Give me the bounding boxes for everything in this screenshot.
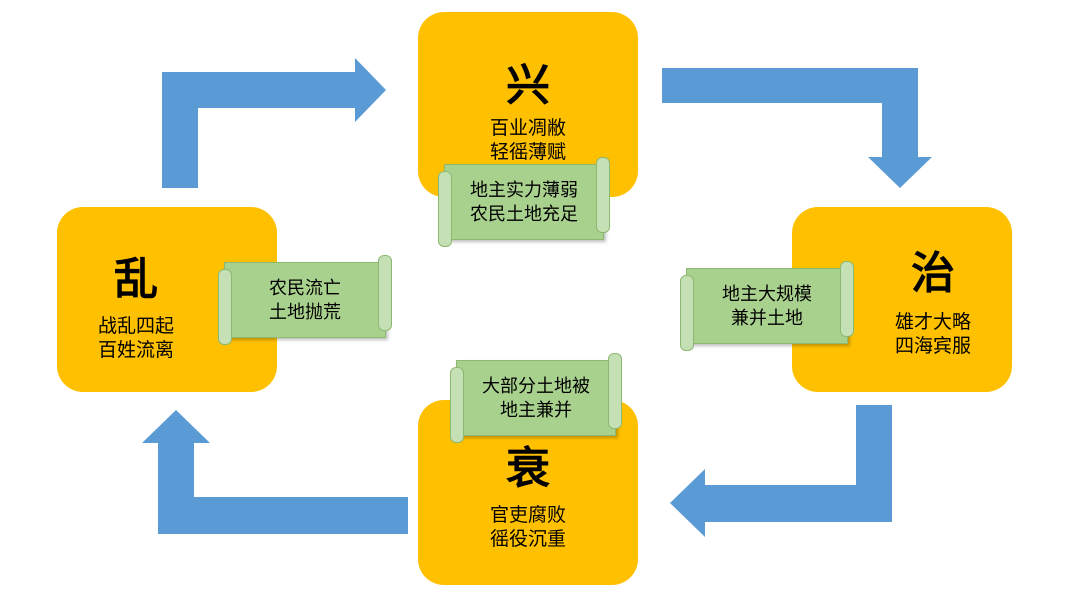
- stage-zhi-line-2: 四海宾服: [894, 335, 971, 357]
- scroll-note-bottom: 大部分土地被 地主兼并: [450, 353, 622, 443]
- scroll-curl-left: [218, 269, 232, 345]
- scroll-left-line-1: 农民流亡: [269, 278, 341, 299]
- stage-zhi-title: 治: [911, 248, 955, 299]
- scroll-curl-left: [438, 171, 452, 247]
- scroll-curl-right: [840, 261, 854, 337]
- scroll-curl-right: [596, 157, 610, 233]
- scroll-top-line-1: 地主实力薄弱: [470, 180, 578, 201]
- scroll-curl-left: [680, 275, 694, 351]
- scroll-note-left: 农民流亡 土地抛荒: [218, 255, 392, 345]
- stage-shuai-title: 衰: [506, 443, 550, 494]
- stage-zhi-line-1: 雄才大略: [894, 311, 971, 333]
- scroll-curl-right: [378, 255, 392, 331]
- scroll-top-line-2: 农民土地充足: [470, 204, 578, 225]
- scroll-curl-left: [450, 367, 464, 443]
- arrow-shuai-to-luan: [142, 410, 408, 534]
- arrow-luan-to-xing: [162, 58, 386, 188]
- scroll-note-right: 地主大规模 兼并土地: [680, 261, 854, 351]
- scroll-bottom-line-2: 地主兼并: [500, 400, 572, 421]
- arrow-zhi-to-shuai: [670, 405, 892, 537]
- stage-shuai-line-1: 官吏腐败: [489, 504, 566, 526]
- scroll-right-line-2: 兼并土地: [731, 308, 803, 329]
- stage-luan-title: 乱: [114, 254, 158, 305]
- stage-xing-title: 兴: [506, 60, 550, 111]
- scroll-bottom-line-1: 大部分土地被: [482, 376, 590, 397]
- scroll-right-line-1: 地主大规模: [722, 284, 812, 305]
- stage-shuai-line-2: 徭役沉重: [489, 528, 566, 550]
- stage-xing-line-2: 轻徭薄赋: [489, 141, 566, 163]
- arrow-xing-to-zhi: [662, 68, 932, 188]
- stage-luan-line-1: 战乱四起: [97, 315, 174, 337]
- scroll-note-top: 地主实力薄弱 农民土地充足: [438, 157, 610, 247]
- stage-luan-line-2: 百姓流离: [97, 339, 174, 361]
- stage-xing-line-1: 百业凋敝: [489, 117, 566, 139]
- scroll-curl-right: [608, 353, 622, 429]
- scroll-left-line-2: 土地抛荒: [269, 302, 341, 323]
